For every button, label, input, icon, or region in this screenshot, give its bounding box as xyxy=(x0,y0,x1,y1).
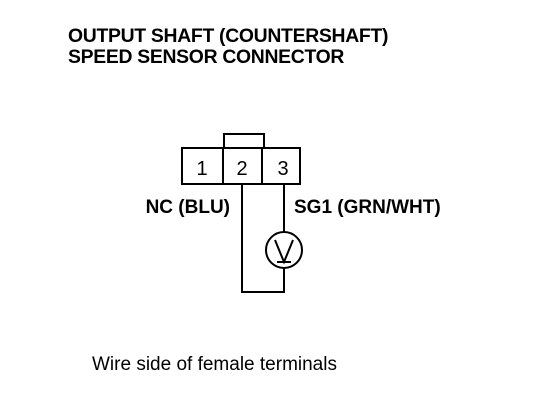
terminal-2-label: 2 xyxy=(236,158,247,180)
connector-body xyxy=(181,147,301,185)
wire-label-sg1: SG1 (GRN/WHT) xyxy=(294,197,441,218)
terminal-1-label: 1 xyxy=(196,158,207,180)
diagram-caption: Wire side of female terminals xyxy=(92,354,337,375)
title-line-1: OUTPUT SHAFT (COUNTERSHAFT) xyxy=(68,26,389,47)
title-line-2: SPEED SENSOR CONNECTOR xyxy=(68,47,345,68)
terminal-3-label: 3 xyxy=(277,158,288,180)
diagram-title: OUTPUT SHAFT (COUNTERSHAFT) SPEED SENSOR… xyxy=(68,26,388,68)
connector-lock-tab xyxy=(223,133,265,149)
wire-label-nc: NC (BLU) xyxy=(146,197,230,218)
probe-wire-negative xyxy=(241,184,285,293)
